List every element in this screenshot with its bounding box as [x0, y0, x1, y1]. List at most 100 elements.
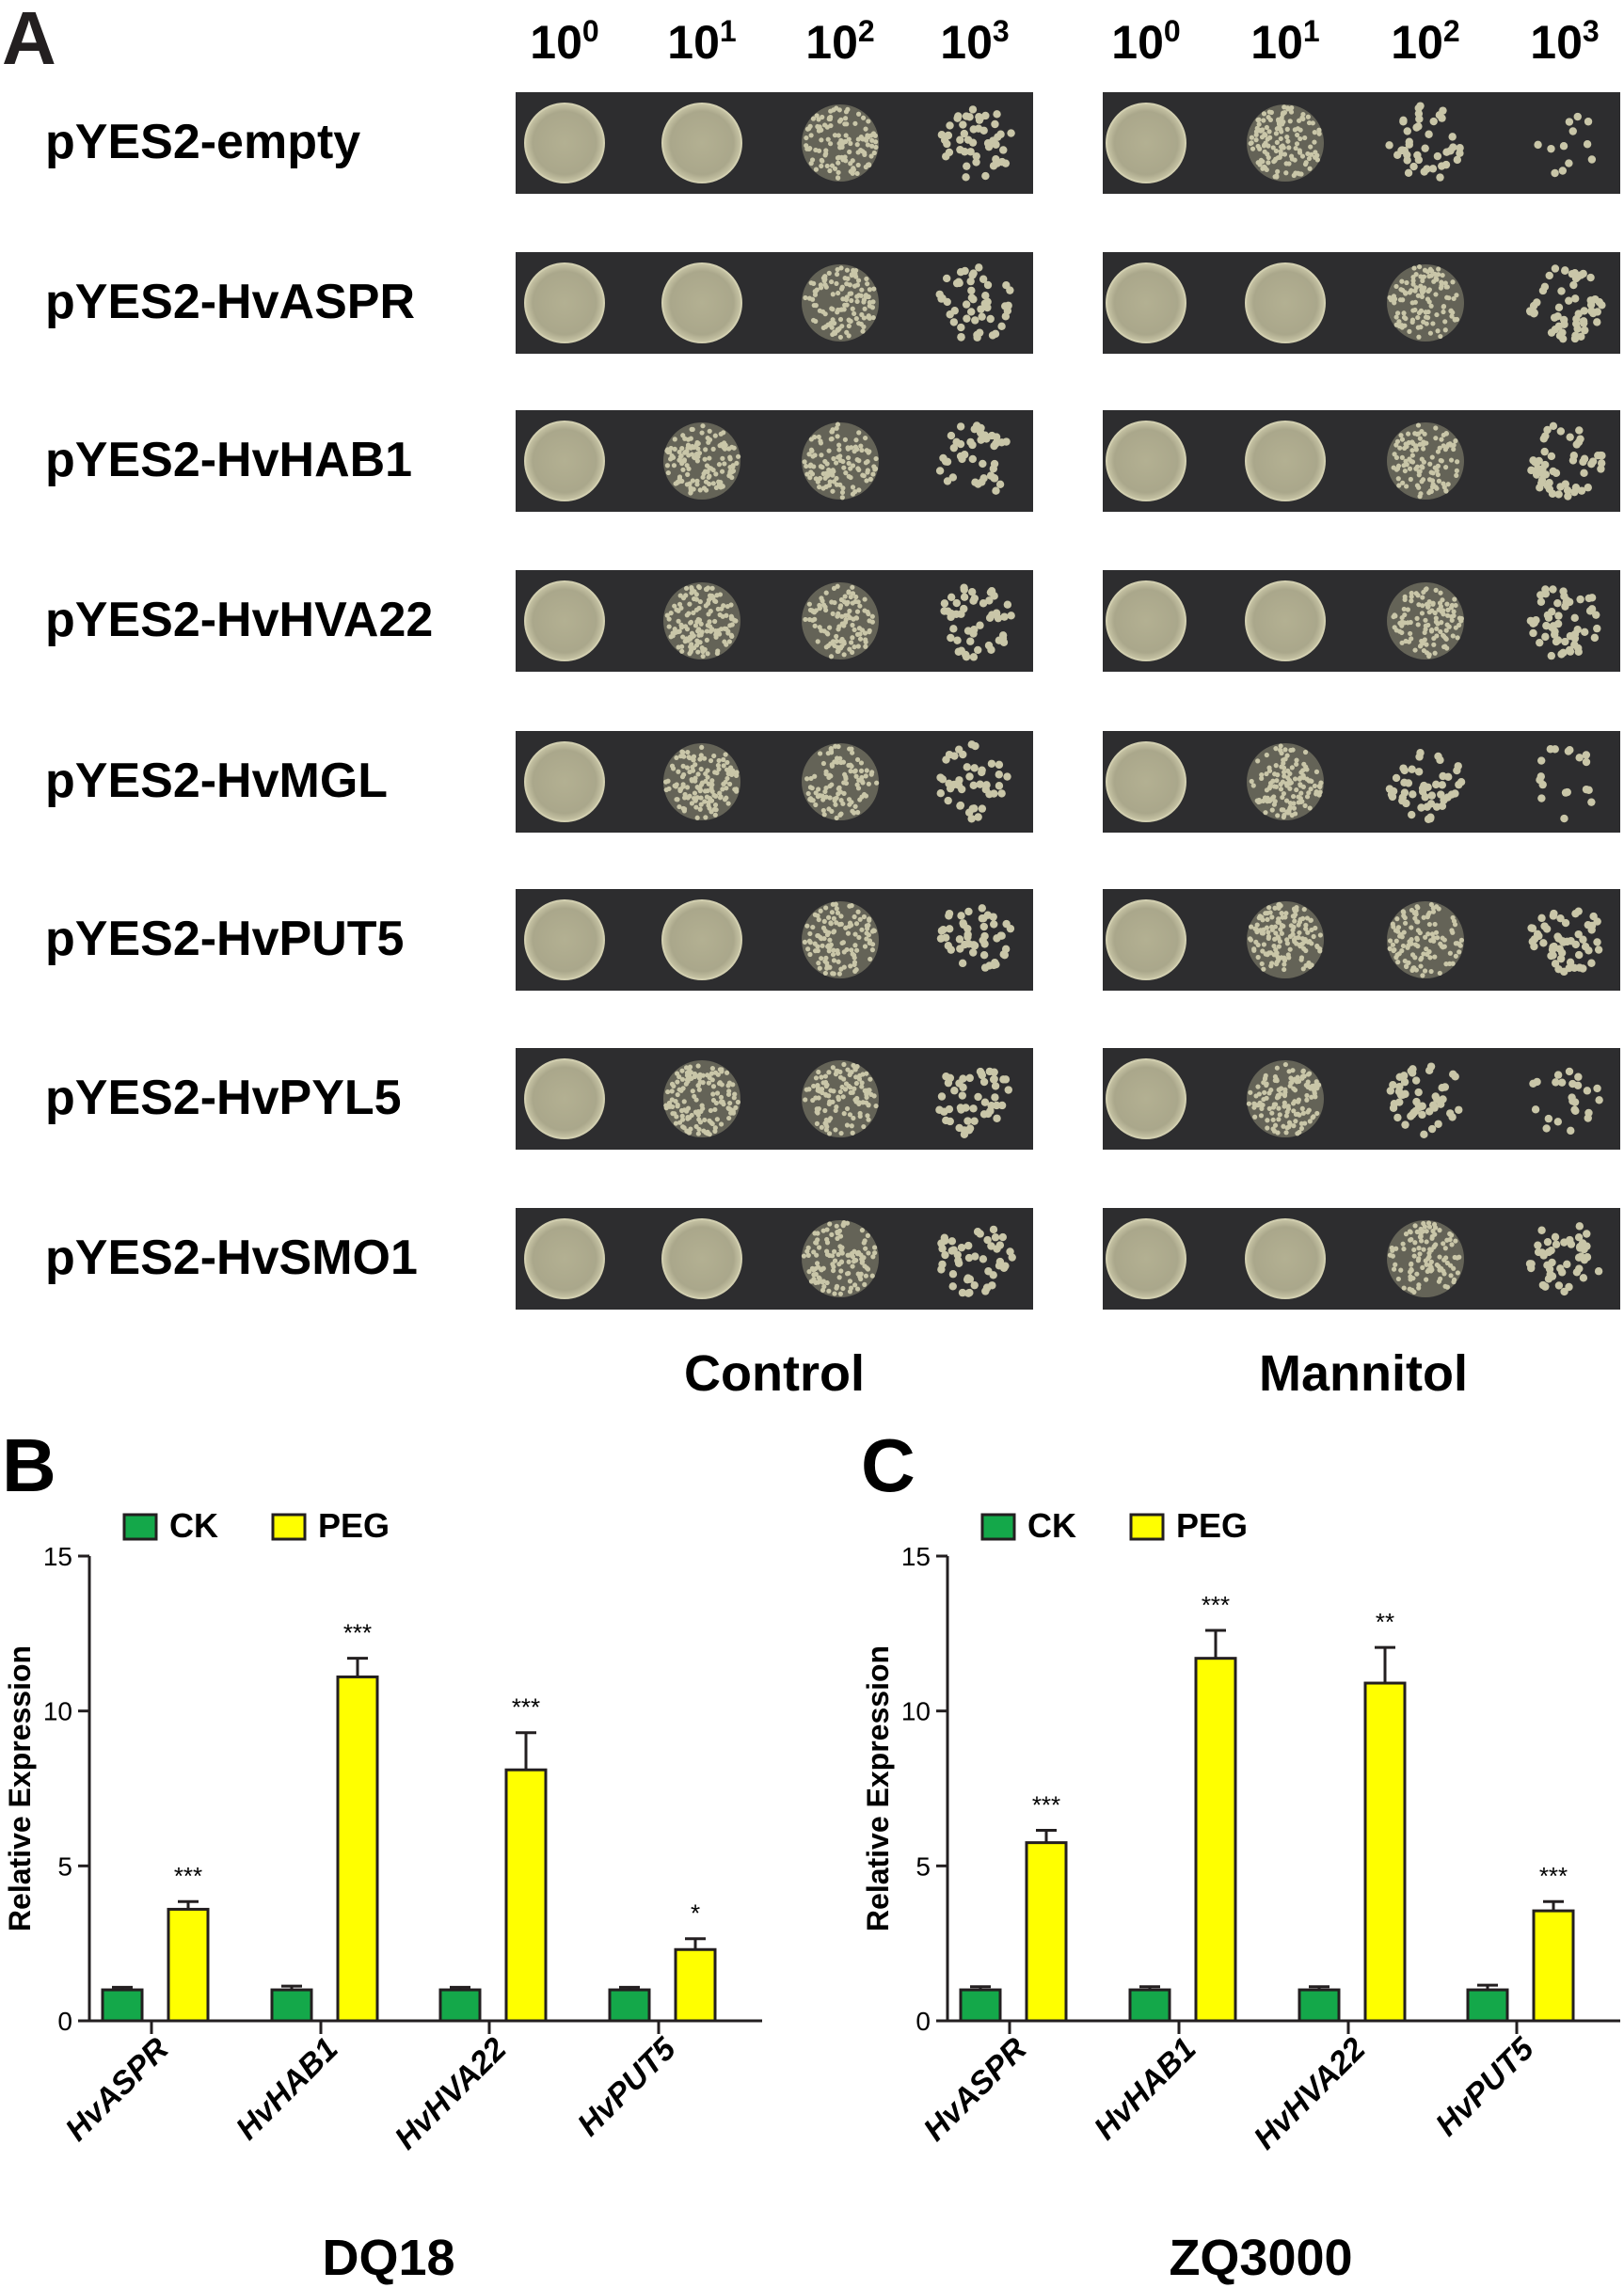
colony: [703, 586, 709, 592]
colony: [1411, 265, 1417, 271]
colony: [847, 1072, 852, 1078]
colony: [969, 653, 979, 661]
colony: [859, 774, 865, 781]
colony: [867, 940, 872, 946]
colony: [1439, 437, 1444, 442]
plate-strip-control: [516, 252, 1033, 354]
colony: [1281, 765, 1287, 771]
colony: [846, 762, 852, 769]
colony: [855, 278, 862, 283]
colony: [844, 946, 850, 953]
colony: [1593, 1084, 1601, 1093]
colony: [834, 271, 840, 278]
colony: [1409, 319, 1415, 325]
colony: [672, 446, 677, 453]
colony: [1535, 931, 1543, 941]
colony: [837, 1291, 844, 1296]
colony: [1409, 300, 1415, 306]
colony: [1312, 783, 1317, 789]
colony: [1570, 613, 1579, 623]
colony: [940, 599, 949, 608]
colony: [1548, 607, 1556, 616]
colony: [1428, 628, 1435, 634]
colony: [1409, 790, 1417, 799]
colony: [1400, 297, 1406, 303]
y-tick-label: 15: [901, 1542, 931, 1571]
colony: [686, 755, 692, 760]
colony: [1399, 629, 1405, 636]
colony: [1555, 945, 1564, 953]
colony: [1453, 155, 1462, 165]
colony: [695, 1083, 701, 1088]
colony: [1272, 1122, 1279, 1128]
colony: [844, 329, 850, 335]
colony: [819, 137, 824, 143]
colony: [1438, 1276, 1443, 1281]
colony: [1436, 266, 1441, 272]
colony: [1272, 924, 1279, 930]
bar-peg: [336, 1675, 379, 2023]
colony: [1443, 488, 1449, 494]
colony: [705, 774, 710, 780]
colony: [1536, 756, 1546, 765]
colony: [1287, 1083, 1293, 1088]
colony: [1451, 446, 1457, 453]
colony: [813, 1279, 819, 1286]
colony: [1565, 1282, 1573, 1292]
colony: [1414, 768, 1424, 776]
colony: [1441, 309, 1446, 315]
colony: [1549, 622, 1558, 630]
colony: [873, 139, 879, 145]
colony: [979, 1077, 989, 1087]
colony: [1308, 917, 1314, 923]
colony: [1434, 626, 1440, 631]
colony: [712, 1070, 719, 1075]
bar-peg: [1025, 1841, 1068, 2023]
colony: [830, 472, 836, 478]
colony: [1298, 955, 1305, 961]
colony: [865, 142, 870, 148]
colony: [1427, 1124, 1437, 1134]
colony: [675, 797, 680, 802]
colony: [829, 429, 835, 435]
colony: [981, 171, 990, 181]
colony: [1282, 1093, 1288, 1099]
colony: [1558, 167, 1568, 175]
colony: [696, 584, 703, 591]
agar-strip: [1103, 1208, 1620, 1310]
colony: [826, 116, 832, 122]
colony: [863, 644, 868, 649]
colony: [959, 120, 967, 129]
colony: [1303, 1082, 1309, 1088]
colony: [1405, 607, 1410, 612]
colony: [993, 110, 1001, 119]
colony: [854, 947, 860, 953]
colony: [705, 469, 710, 474]
colony: [831, 971, 836, 977]
colony: [1452, 1254, 1457, 1261]
colony: [1409, 459, 1416, 465]
colony: [1553, 1071, 1563, 1079]
colony: [697, 806, 703, 812]
yeast-spot: [1527, 421, 1606, 500]
colony: [691, 757, 696, 763]
colony: [1279, 911, 1284, 916]
colony: [1287, 800, 1294, 806]
colony: [859, 1080, 865, 1086]
colony: [1402, 612, 1408, 618]
colony: [1593, 308, 1601, 316]
colony: [689, 778, 695, 784]
colony: [1430, 482, 1436, 487]
colony: [1554, 490, 1563, 499]
colony: [1261, 111, 1267, 117]
colony: [1571, 484, 1581, 492]
bar-peg: [1532, 1909, 1575, 2023]
colony: [1306, 155, 1313, 162]
colony: [1415, 314, 1421, 321]
colony: [986, 588, 995, 596]
colony: [1302, 135, 1308, 141]
colony: [1409, 937, 1414, 943]
colony: [1563, 596, 1571, 605]
colony: [1266, 905, 1272, 911]
colony: [1427, 955, 1433, 961]
